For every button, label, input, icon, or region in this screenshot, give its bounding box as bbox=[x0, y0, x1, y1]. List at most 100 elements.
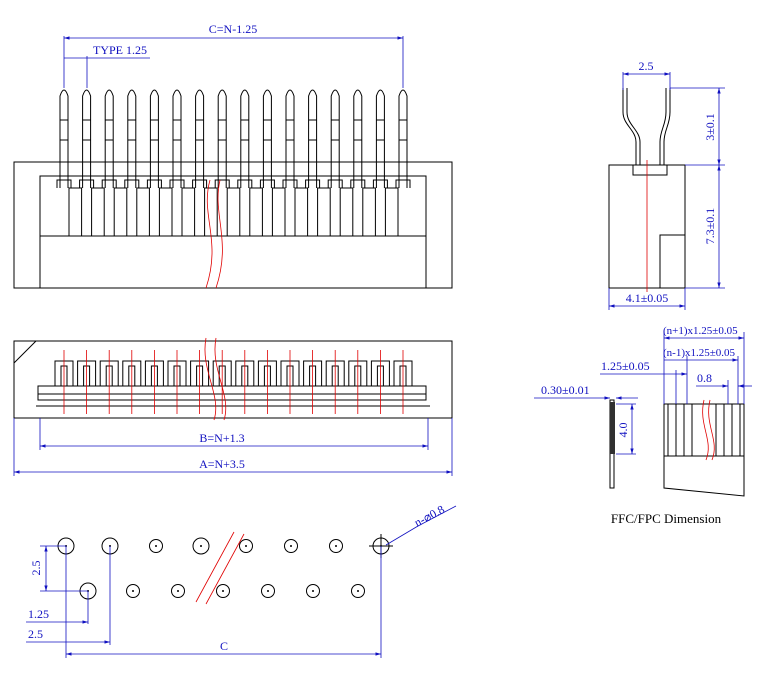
front-pins bbox=[56, 89, 411, 237]
ffc-break-line-2 bbox=[708, 399, 715, 461]
hole-leader bbox=[385, 525, 419, 546]
front-inner-wall bbox=[39, 175, 427, 289]
footprint-hole-bottom bbox=[351, 584, 365, 598]
front-pin bbox=[375, 89, 385, 188]
ffc-stiffener bbox=[610, 402, 615, 454]
ffc-dimension: 0.30±0.01 4.0 (n+1)x1.25±0.05 (n-1)x1.25… bbox=[534, 325, 752, 526]
hole-leader-2 bbox=[417, 505, 457, 527]
top-housing bbox=[13, 340, 453, 419]
front-pin bbox=[308, 89, 318, 188]
fp-break-line bbox=[195, 531, 235, 603]
label-side-depth: 4.1±0.05 bbox=[626, 291, 669, 305]
front-break-line bbox=[205, 179, 213, 289]
ffc-plan-outline bbox=[663, 403, 745, 497]
front-pin bbox=[104, 89, 114, 188]
front-pin bbox=[195, 89, 205, 188]
front-pin-rib bbox=[271, 187, 286, 237]
front-pin-collar bbox=[305, 179, 321, 188]
footprint-hole-center bbox=[335, 545, 337, 547]
front-pin bbox=[127, 89, 137, 188]
front-view: C=N-1.25 TYPE 1.25 bbox=[13, 22, 453, 289]
label-fp-c: C bbox=[220, 639, 228, 653]
side-foot bbox=[659, 234, 686, 289]
footprint-hole-bottom bbox=[126, 584, 140, 598]
top-pins bbox=[54, 350, 413, 414]
front-pin-collar bbox=[395, 179, 411, 188]
footprint-hole-center bbox=[312, 590, 314, 592]
front-pin-rib bbox=[249, 187, 263, 237]
front-pin bbox=[217, 89, 227, 188]
footprint-hole-center bbox=[155, 545, 157, 547]
label-hole: n-⌀0.8 bbox=[412, 502, 447, 529]
label-ffc-08: 0.8 bbox=[697, 371, 712, 385]
footprint-hole-center bbox=[357, 590, 359, 592]
label-type: TYPE 1.25 bbox=[93, 43, 147, 57]
footprint-hole-top bbox=[329, 539, 343, 553]
front-pin bbox=[59, 89, 69, 188]
label-ffc-stiff: 4.0 bbox=[616, 423, 630, 438]
label-ffc-pitch: 1.25±0.05 bbox=[601, 359, 650, 373]
front-pin bbox=[149, 89, 159, 188]
front-pin-rib bbox=[113, 187, 128, 237]
front-pin-rib bbox=[204, 187, 218, 237]
label-c-total: C=N-1.25 bbox=[209, 22, 257, 36]
front-pin-rib bbox=[91, 187, 105, 237]
side-contact-left-b bbox=[626, 88, 641, 165]
ffc-contacts bbox=[667, 404, 741, 456]
ffc-break-line bbox=[702, 399, 709, 461]
front-pin bbox=[398, 89, 408, 188]
label-side-lower: 7.3±0.1 bbox=[703, 208, 717, 245]
front-pin-rib bbox=[362, 187, 376, 237]
front-pin-rib bbox=[68, 187, 83, 237]
top-slot bbox=[37, 385, 427, 401]
front-pin-rib bbox=[226, 187, 241, 237]
side-contact-right-b bbox=[663, 88, 671, 165]
front-pin bbox=[172, 89, 182, 188]
footprint-holes bbox=[57, 534, 393, 600]
front-pin-collar bbox=[124, 179, 140, 188]
front-pin-rib bbox=[384, 187, 399, 237]
front-pin-rib bbox=[294, 187, 309, 237]
front-pin-rib bbox=[317, 187, 331, 237]
footprint-hole-center bbox=[245, 545, 247, 547]
front-pin-collar bbox=[192, 179, 208, 188]
footprint-hole-center bbox=[267, 590, 269, 592]
pcb-footprint: n-⌀0.8 2.5 1.25 2.5 C bbox=[26, 502, 457, 658]
top-chamfer bbox=[13, 340, 37, 364]
label-side-upper: 3±0.1 bbox=[703, 113, 717, 141]
front-pin-collar bbox=[327, 179, 343, 188]
front-pin-collar bbox=[237, 179, 253, 188]
front-pin-rib bbox=[136, 187, 150, 237]
front-pin-collar bbox=[214, 179, 230, 188]
footprint-hole-top bbox=[149, 539, 163, 553]
footprint-hole-top bbox=[284, 539, 298, 553]
front-pin-collar bbox=[101, 179, 117, 188]
front-pin-collar bbox=[169, 179, 185, 188]
front-pin bbox=[82, 89, 92, 188]
side-top-notch bbox=[632, 165, 668, 176]
front-pin bbox=[262, 89, 272, 188]
top-break-line bbox=[204, 337, 217, 421]
label-ffc-thk: 0.30±0.01 bbox=[541, 383, 590, 397]
footprint-hole-bottom bbox=[216, 584, 230, 598]
label-a: A=N+3.5 bbox=[199, 457, 245, 471]
label-fp-row: 2.5 bbox=[29, 561, 43, 576]
front-pin-collar bbox=[79, 179, 95, 188]
label-fp-25: 2.5 bbox=[28, 627, 43, 641]
front-pin-rib bbox=[158, 187, 173, 237]
label-fp-125: 1.25 bbox=[28, 607, 49, 621]
footprint-hole-top bbox=[192, 537, 210, 555]
front-pin-collar bbox=[259, 179, 275, 188]
footprint-hole-center bbox=[200, 545, 202, 547]
label-ffc-nm: (n-1)x1.25±0.05 bbox=[663, 347, 736, 359]
front-break-line-2 bbox=[215, 179, 223, 289]
front-pin bbox=[240, 89, 250, 188]
front-pin bbox=[353, 89, 363, 188]
footprint-hole-center bbox=[132, 590, 134, 592]
footprint-hole-bottom bbox=[171, 584, 185, 598]
front-pin-collar bbox=[350, 179, 366, 188]
front-pin-collar bbox=[282, 179, 298, 188]
label-side-width: 2.5 bbox=[639, 59, 654, 73]
front-pin bbox=[285, 89, 295, 188]
